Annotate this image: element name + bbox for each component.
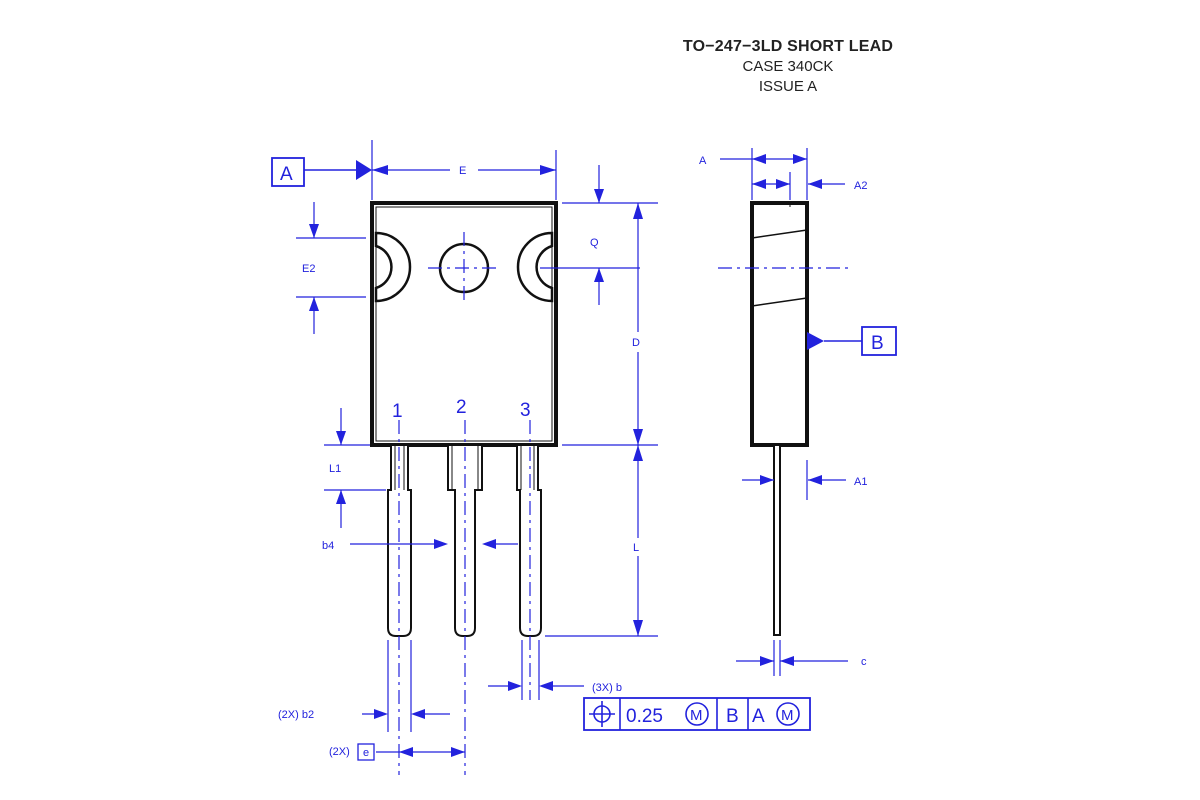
dim-l1-label: L1 [329,463,341,475]
dim-e-pitch-box: e [363,747,369,759]
tolerance-modifier: M [690,707,703,724]
dim-d-label: D [632,337,640,349]
front-view: 1 2 3 [370,201,558,775]
case-number: CASE 340CK [742,58,834,75]
dim-b2: (2X) b2 [278,640,450,732]
datum-b-label: B [871,333,884,354]
pin-1-label: 1 [392,401,403,422]
dim-a2-label: A2 [854,180,867,192]
datum-a-label: A [280,164,293,185]
dim-a-label: A [699,155,707,167]
dim-e2-label: E2 [302,263,315,275]
dim-l1: L1 [324,408,386,528]
dim-e: E [371,140,557,200]
dim-c: c [736,640,867,676]
tolerance-datum-1: B [726,706,739,727]
package-title: TO−247−3LD SHORT LEAD [682,38,894,55]
dim-c-label: c [861,656,867,668]
tolerance-frame: 0.25 M B A M [583,697,811,731]
position-icon [589,701,615,727]
title-block: TO−247−3LD SHORT LEAD CASE 340CK ISSUE A [600,36,976,97]
dim-a1-label: A1 [854,476,867,488]
dim-a: A [699,148,808,200]
dim-a1: A1 [742,460,867,500]
dim-l: L [545,445,658,637]
dim-b4: b4 [322,539,518,552]
pin-3-label: 3 [520,400,531,421]
pin-2-label: 2 [456,397,467,418]
issue-label: ISSUE A [758,78,818,95]
right-notch [516,231,554,303]
dim-l-label: L [633,542,639,554]
dim-b-label: (3X) b [592,682,622,694]
package-body-inner [375,206,553,442]
side-body [750,201,809,447]
datum-a: A [271,157,372,187]
left-notch [374,231,412,303]
dim-b4-label: b4 [322,540,334,552]
dim-e-label: E [459,165,466,177]
dim-b: (3X) b [488,640,622,700]
tolerance-datum-2: A [752,706,765,727]
side-lead [773,444,781,636]
datum-b: B [807,326,897,356]
dim-e-pitch-prefix: (2X) [329,746,350,758]
tolerance-datum-2-modifier: M [781,707,794,724]
side-view [718,201,848,636]
dim-e2: E2 [296,202,366,334]
dim-b2-label: (2X) b2 [278,709,314,721]
lead-3 [516,444,542,637]
dim-a2: A2 [752,172,867,200]
dim-e-pitch: (2X) e [329,743,465,761]
tolerance-value: 0.25 [626,706,663,727]
dim-d: D [562,203,658,446]
dim-q: Q [540,165,658,305]
dim-q-label: Q [590,237,599,249]
